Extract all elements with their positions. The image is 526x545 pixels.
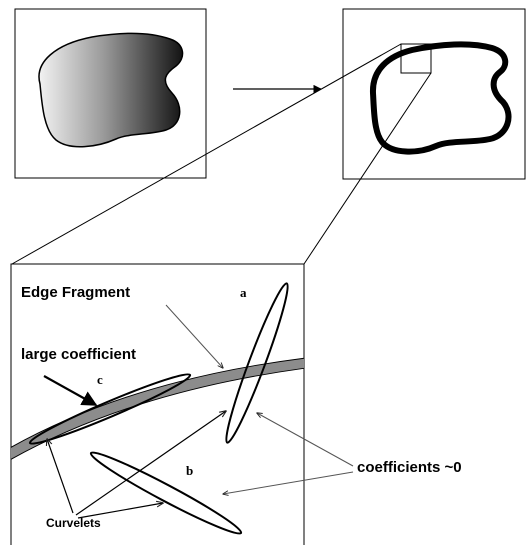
curvelet-c [28, 373, 192, 445]
curvelets-label: Curvelets [46, 516, 101, 530]
curvelets-pointer-c [47, 439, 74, 514]
curvelets-pointer-b [77, 503, 163, 519]
curvelet-b [89, 451, 243, 535]
coefficients-zero-label: coefficients ~0 [357, 459, 462, 476]
zoom-line-left [11, 43, 402, 265]
edge-outline-shape [369, 41, 512, 155]
large-coefficient-arrow [43, 375, 98, 406]
zoom-region-box [400, 43, 432, 74]
curvelet-c-label: c [97, 372, 103, 387]
large-coefficient-label: large coefficient [21, 346, 136, 363]
curvelet-a-label: a [240, 285, 247, 300]
zoom-line-right [303, 72, 432, 265]
gradient-shape [38, 32, 184, 148]
edge-fragment-label: Edge Fragment [21, 284, 130, 301]
zoomed-panel [10, 263, 305, 545]
coefficients-pointer-b [223, 471, 354, 494]
edge-fragment-pointer [165, 304, 223, 368]
curvelet-b-label: b [186, 463, 193, 478]
coefficients-pointer-a [257, 413, 354, 467]
curvelet-a [225, 282, 289, 444]
curvelets-pointer-a [75, 411, 226, 516]
